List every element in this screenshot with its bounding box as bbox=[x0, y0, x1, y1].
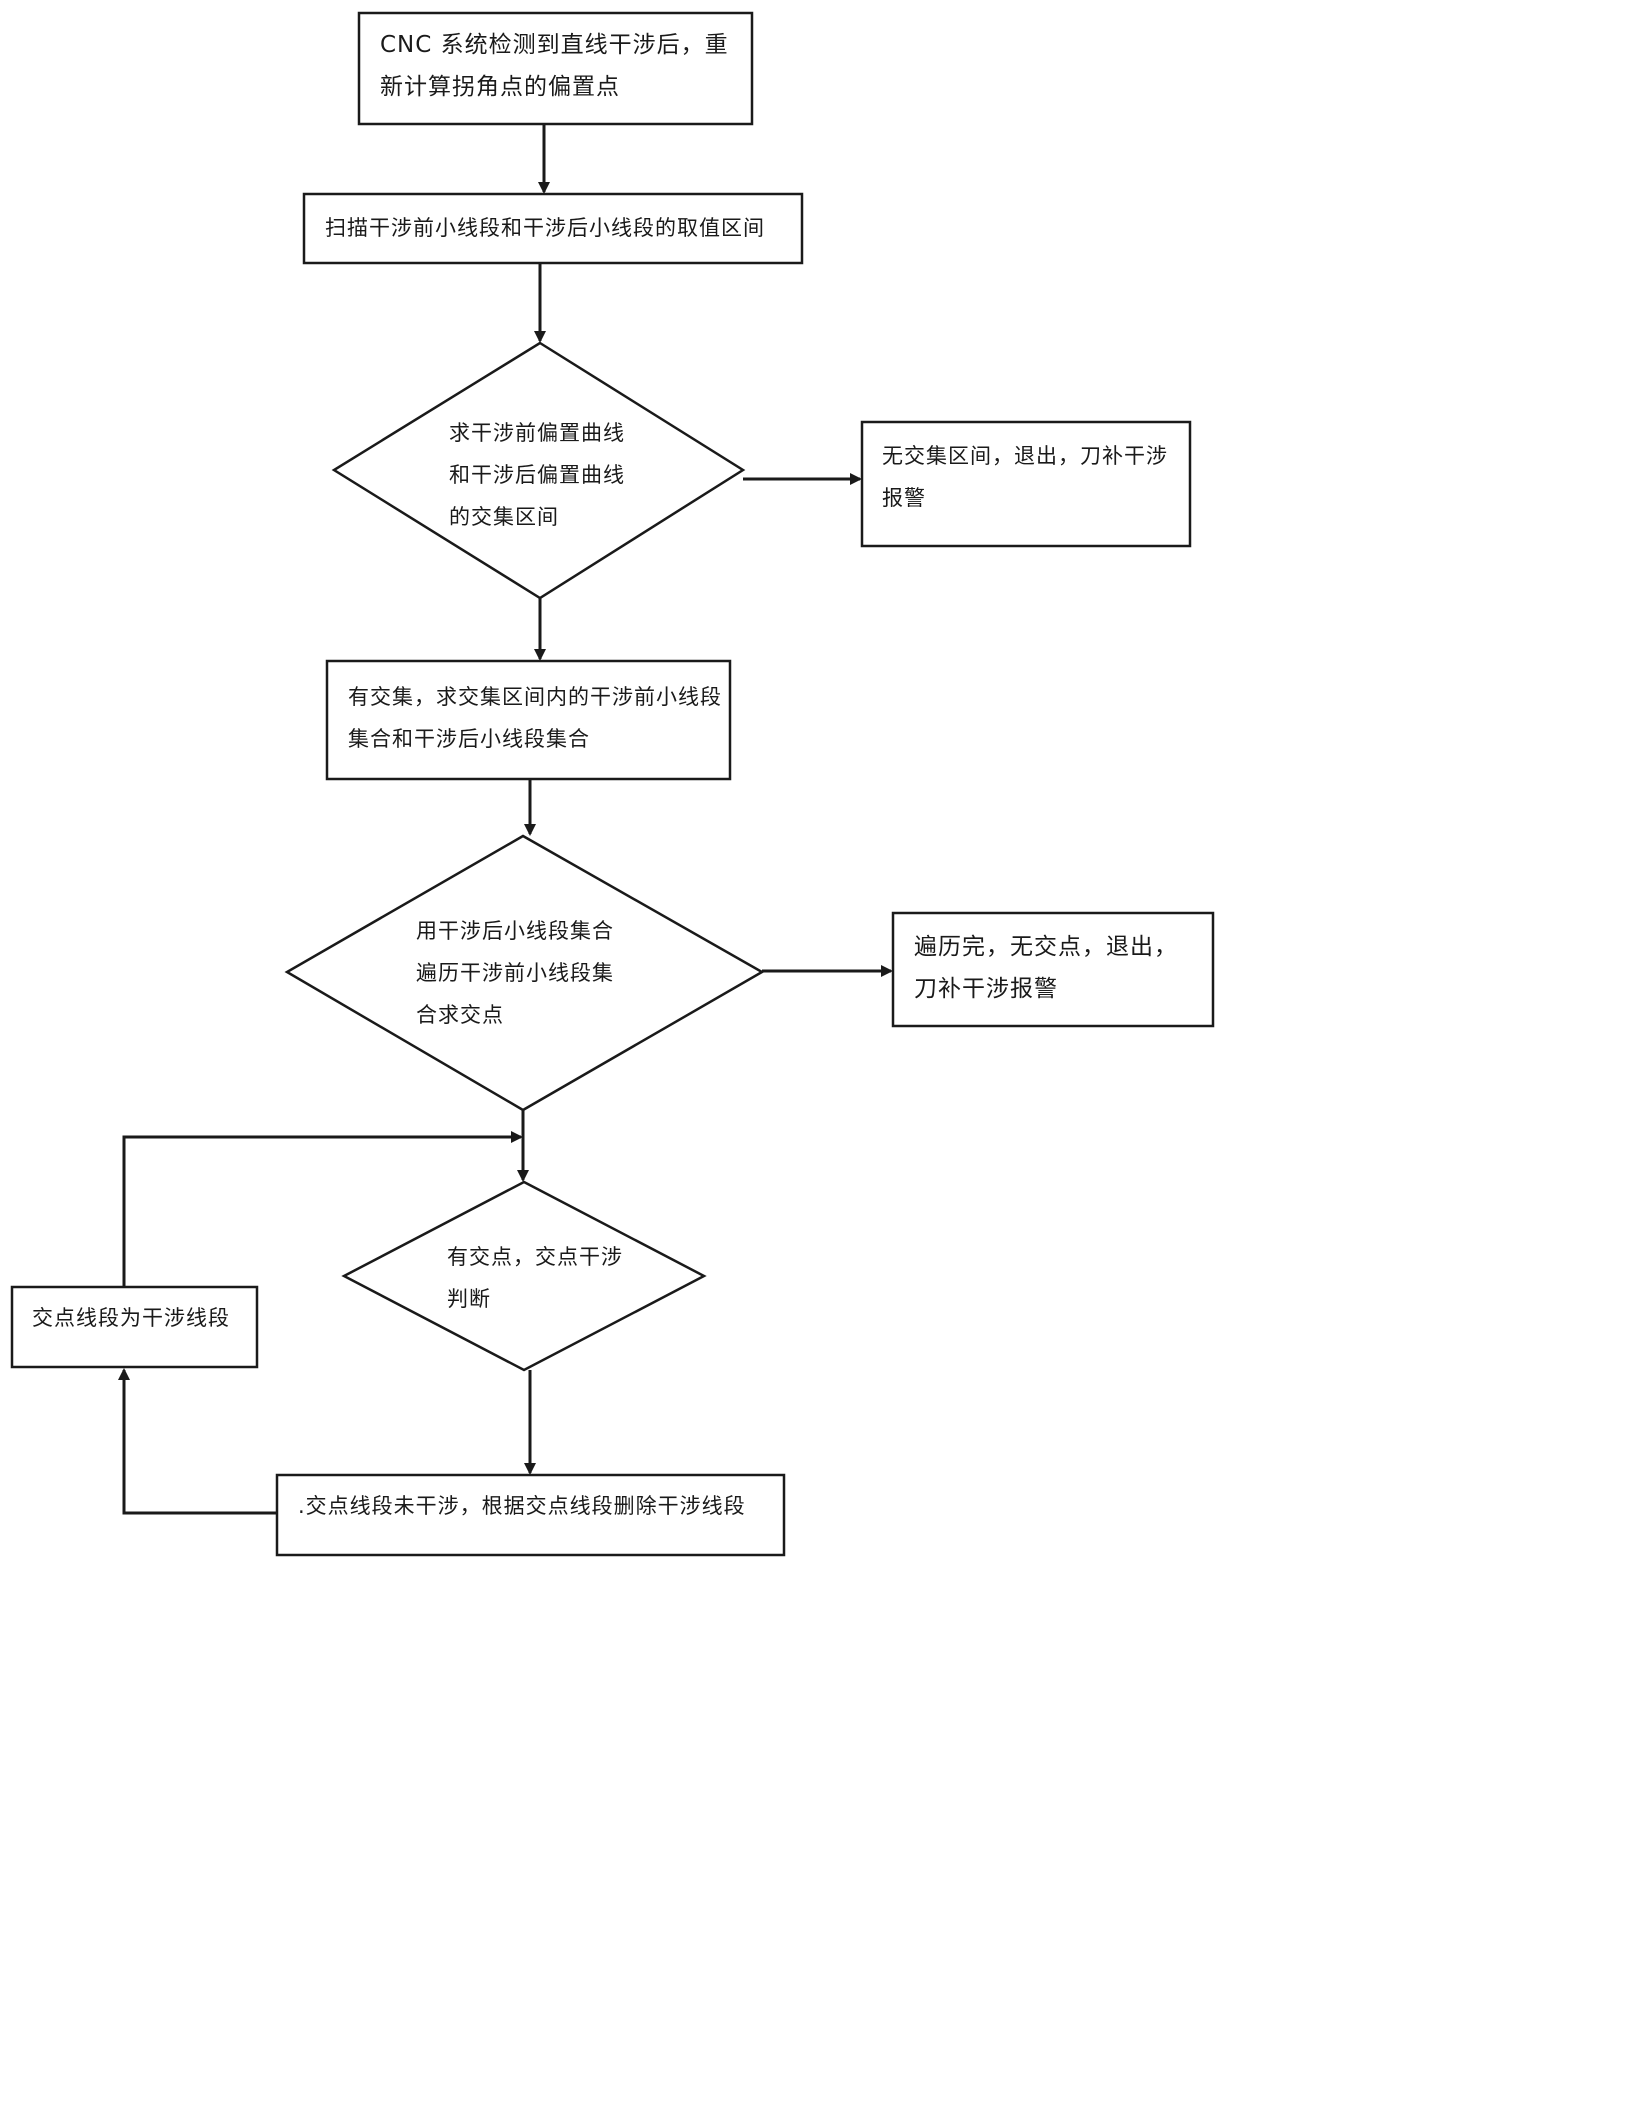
start-line-1: CNC 系统检测到直线干涉后，重 bbox=[380, 32, 729, 58]
no-points-line-1: 遍历完，无交点，退出， bbox=[914, 934, 1178, 960]
point-decision-diamond bbox=[341, 1180, 707, 1372]
arrow-not-interfering-to-is-interfering bbox=[118, 1368, 277, 1515]
intersect-decision-line-1: 求干涉前偏置曲线 bbox=[449, 421, 625, 445]
no-points-label: 遍历完，无交点，退出， 刀补干涉报警 bbox=[914, 926, 1178, 1010]
point-decision-line-2: 判断 bbox=[447, 1287, 491, 1311]
not-interfering-line-1: .交点线段未干涉，根据交点线段删除干涉线段 bbox=[298, 1494, 746, 1518]
is-interfering-label: 交点线段为干涉线段 bbox=[32, 1297, 230, 1339]
traverse-decision-line-2: 遍历干涉前小线段集 bbox=[416, 961, 614, 985]
traverse-decision-label: 用干涉后小线段集合 遍历干涉前小线段集 合求交点 bbox=[416, 910, 614, 1036]
scan-box bbox=[302, 192, 804, 265]
intersect-decision-line-3: 的交集区间 bbox=[449, 505, 559, 529]
scan-line-1: 扫描干涉前小线段和干涉后小线段的取值区间 bbox=[325, 216, 765, 240]
no-intersection-line-1: 无交集区间，退出，刀补干涉 bbox=[882, 444, 1168, 468]
start-label: CNC 系统检测到直线干涉后，重 新计算拐角点的偏置点 bbox=[380, 24, 729, 108]
traverse-decision-line-1: 用干涉后小线段集合 bbox=[416, 919, 614, 943]
traverse-decision-line-3: 合求交点 bbox=[416, 1003, 504, 1027]
start-box bbox=[357, 11, 754, 126]
intersect-decision-label: 求干涉前偏置曲线 和干涉后偏置曲线 的交集区间 bbox=[449, 412, 625, 538]
no-intersection-label: 无交集区间，退出，刀补干涉 报警 bbox=[882, 435, 1168, 519]
start-line-2: 新计算拐角点的偏置点 bbox=[380, 74, 620, 100]
point-decision-label: 有交点，交点干涉 判断 bbox=[447, 1236, 623, 1320]
not-interfering-box bbox=[275, 1473, 786, 1557]
flowchart bbox=[10, 11, 1215, 1557]
no-intersection-box bbox=[860, 420, 1192, 548]
no-intersection-line-2: 报警 bbox=[882, 486, 926, 510]
arrow-loop-back-to-point-decision bbox=[122, 1131, 523, 1287]
point-decision-line-1: 有交点，交点干涉 bbox=[447, 1245, 623, 1269]
no-points-line-2: 刀补干涉报警 bbox=[914, 976, 1058, 1002]
is-interfering-line-1: 交点线段为干涉线段 bbox=[32, 1306, 230, 1330]
intersect-decision-line-2: 和干涉后偏置曲线 bbox=[449, 463, 625, 487]
not-interfering-label: .交点线段未干涉，根据交点线段删除干涉线段 bbox=[298, 1485, 746, 1527]
has-intersection-label: 有交集，求交集区间内的干涉前小线段 集合和干涉后小线段集合 bbox=[348, 676, 722, 760]
has-intersection-line-1: 有交集，求交集区间内的干涉前小线段 bbox=[348, 685, 722, 709]
has-intersection-line-2: 集合和干涉后小线段集合 bbox=[348, 727, 590, 751]
no-points-box bbox=[891, 911, 1215, 1028]
is-interfering-box bbox=[10, 1285, 259, 1369]
scan-label: 扫描干涉前小线段和干涉后小线段的取值区间 bbox=[325, 207, 765, 249]
